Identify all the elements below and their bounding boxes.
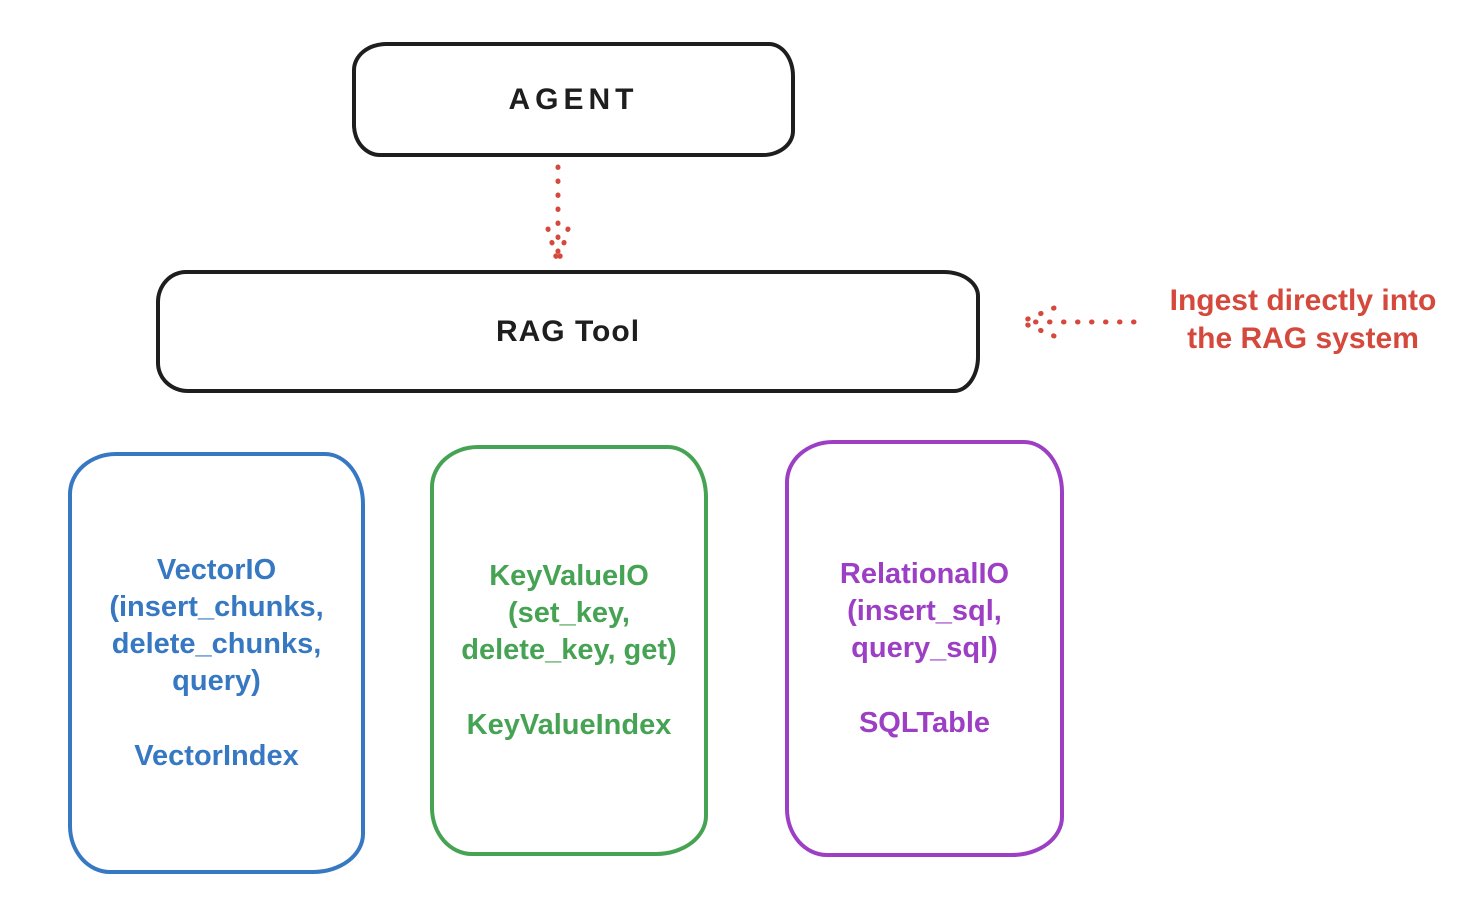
keyvalue-io-line: delete_key, get): [461, 633, 677, 666]
vector-io-line: query): [172, 664, 261, 697]
relational-io-line: (insert_sql,: [847, 594, 1002, 627]
agent-label: AGENT: [508, 82, 639, 116]
rag-tool-node: RAG Tool: [156, 270, 980, 393]
relational-io-node: RelationalIO (insert_sql, query_sql) SQL…: [785, 440, 1064, 857]
keyvalue-index-label: KeyValueIndex: [466, 708, 672, 741]
dotted-arrow-left-icon: [1016, 300, 1140, 349]
relational-io-line: query_sql): [851, 631, 998, 664]
keyvalue-io-line: (set_key,: [508, 596, 630, 629]
vector-index-label: VectorIndex: [134, 739, 299, 772]
ingest-annotation-line2: the RAG system: [1187, 322, 1419, 355]
sql-table-label: SQLTable: [858, 706, 991, 739]
vector-io-line: (insert_chunks,: [109, 590, 324, 623]
agent-node: AGENT: [352, 42, 795, 157]
ingest-annotation-line1: Ingest directly into: [1169, 284, 1437, 317]
keyvalue-io-node: KeyValueIO (set_key, delete_key, get) Ke…: [430, 445, 708, 856]
ingest-annotation: Ingest directly into the RAG system: [1128, 282, 1478, 358]
vector-io-line: VectorIO: [156, 553, 277, 586]
dotted-arrow-down-icon: [543, 163, 573, 272]
vector-io-node: VectorIO (insert_chunks, delete_chunks, …: [68, 452, 365, 874]
rag-tool-label: RAG Tool: [495, 314, 641, 348]
relational-io-line: RelationalIO: [839, 557, 1010, 590]
keyvalue-io-line: KeyValueIO: [489, 559, 649, 592]
vector-io-line: delete_chunks,: [111, 627, 322, 660]
